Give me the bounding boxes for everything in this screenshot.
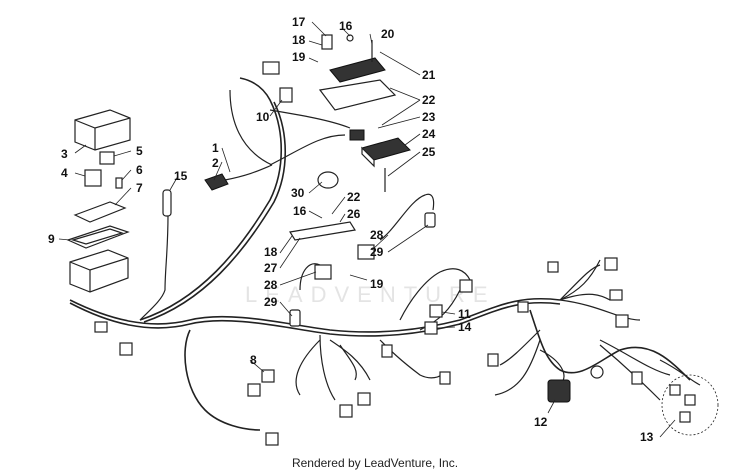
- callout-19-top: 19: [292, 50, 306, 64]
- callout-30: 30: [291, 186, 305, 200]
- connector-23: [349, 129, 365, 141]
- callout-15: 15: [174, 169, 188, 183]
- callout-2: 2: [212, 156, 219, 170]
- boot-29-lower: [289, 309, 301, 327]
- callout-23: 23: [422, 110, 436, 124]
- part-17: [321, 34, 333, 50]
- callout-28-upper: 28: [370, 228, 384, 242]
- callout-29-lower: 29: [264, 295, 278, 309]
- misc-connectors: [94, 257, 643, 446]
- bracket: [289, 221, 356, 241]
- callout-9: 9: [48, 232, 55, 246]
- part-16-top: [346, 34, 354, 42]
- boot-29-upper: [424, 212, 436, 228]
- callout-14: 14: [458, 320, 472, 334]
- callout-21: 21: [422, 68, 436, 82]
- callout-18-top: 18: [292, 33, 306, 47]
- callout-4: 4: [61, 166, 68, 180]
- fuse-block: [69, 249, 129, 293]
- callout-6: 6: [136, 163, 143, 177]
- callout-10: 10: [256, 110, 270, 124]
- harness-wires: [69, 77, 701, 431]
- callout-26: 26: [347, 207, 361, 221]
- callout-20: 20: [381, 27, 395, 41]
- callout-25: 25: [422, 145, 436, 159]
- sensor-15: [162, 189, 172, 217]
- fuse-6: [115, 177, 123, 189]
- callout-5: 5: [136, 144, 143, 158]
- callout-22-mid: 22: [347, 190, 361, 204]
- callout-17: 17: [292, 15, 306, 29]
- callout-27: 27: [264, 261, 278, 275]
- callout-1: 1: [212, 141, 219, 155]
- callout-16-mid: 16: [293, 204, 307, 218]
- connector-13-group: [661, 374, 719, 436]
- gasket-9: [66, 225, 130, 249]
- sensor-28-lower: [314, 264, 332, 280]
- fuse-panel-7: [73, 201, 127, 223]
- connector-14: [424, 321, 438, 335]
- relay-5: [99, 151, 115, 165]
- callout-13: 13: [640, 430, 654, 444]
- fuse-box-cover-3: [74, 109, 131, 151]
- connector-12: [547, 379, 571, 403]
- regulator-mount-plate: [318, 79, 397, 111]
- leader-lines: [58, 21, 676, 438]
- connector-top: [262, 61, 280, 75]
- ecu-module: [329, 57, 386, 83]
- callout-12: 12: [534, 415, 548, 429]
- connector-2: [204, 173, 229, 191]
- sensor-28-upper: [357, 244, 375, 260]
- callout-18-mid: 18: [264, 245, 278, 259]
- callout-labels: 1 2 3 4 5 6 7 8 9 10 11 12 13 14 15 16 1…: [48, 15, 654, 444]
- watermark: LEADVENTURE: [245, 282, 496, 307]
- connector-10: [279, 87, 293, 103]
- callout-3: 3: [61, 147, 68, 161]
- callout-16-top: 16: [339, 19, 353, 33]
- callout-24: 24: [422, 127, 436, 141]
- callout-19-mid: 19: [370, 277, 384, 291]
- callout-29-upper: 29: [370, 245, 384, 259]
- callout-8: 8: [250, 353, 257, 367]
- callout-7: 7: [136, 181, 143, 195]
- regulator-24: [361, 137, 411, 168]
- connector-11: [429, 304, 443, 318]
- callout-22-top: 22: [422, 93, 436, 107]
- callout-11: 11: [458, 307, 471, 321]
- callout-28-lower: 28: [264, 278, 278, 292]
- connector-8: [261, 369, 275, 383]
- footer-credit: Rendered by LeadVenture, Inc.: [291, 456, 459, 470]
- relay-4: [84, 169, 102, 187]
- clamp-30: [317, 171, 339, 189]
